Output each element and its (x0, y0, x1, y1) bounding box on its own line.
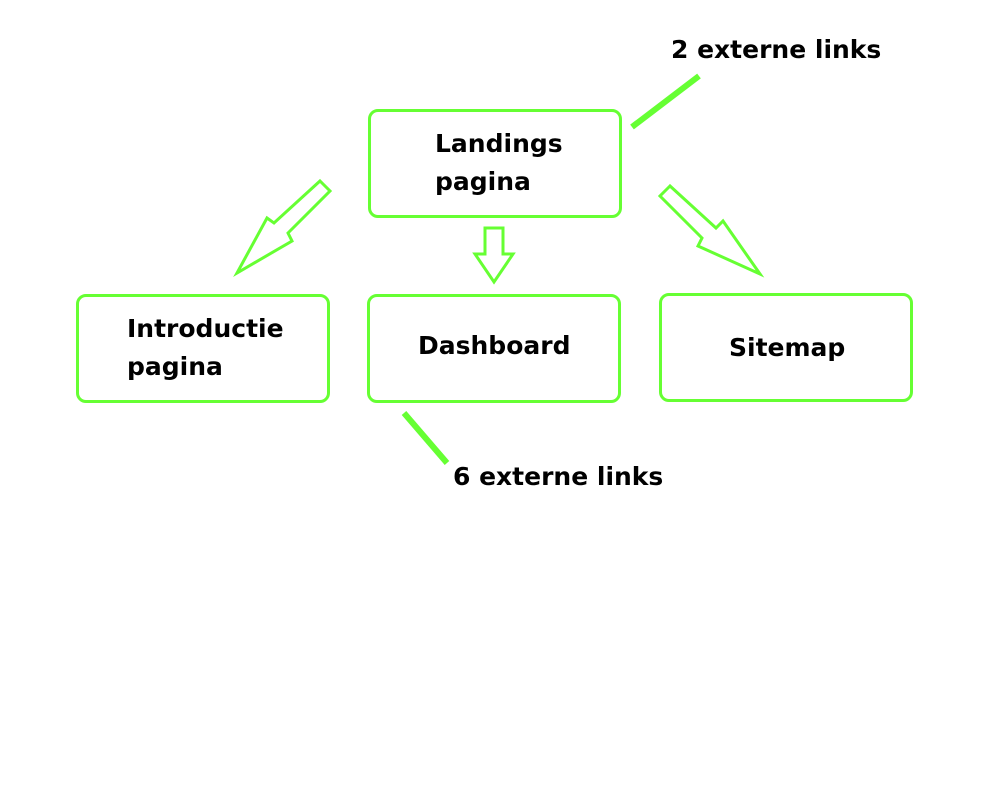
arrow-landing-to-dashboard (472, 226, 516, 285)
callout-line-landing (630, 73, 701, 130)
intro-page-label-line1: Introductie (127, 314, 284, 343)
dashboard-label: Dashboard (418, 331, 571, 360)
arrow-landing-to-sitemap (657, 183, 765, 278)
sitemap-label: Sitemap (729, 333, 846, 362)
landing-page-label-line2: pagina (435, 167, 531, 196)
intro-page-label-line2: pagina (127, 352, 223, 381)
intro-page-node (76, 294, 330, 403)
dashboard-external-links-annotation: 6 externe links (453, 462, 664, 491)
callout-line-dashboard (401, 411, 450, 465)
arrow-landing-to-intro (233, 178, 333, 277)
landing-external-links-annotation: 2 externe links (671, 35, 882, 64)
dashboard-node (367, 294, 621, 403)
landing-page-node (368, 109, 622, 218)
sitemap-node (659, 293, 913, 402)
landing-page-label-line1: Landings (435, 129, 563, 158)
